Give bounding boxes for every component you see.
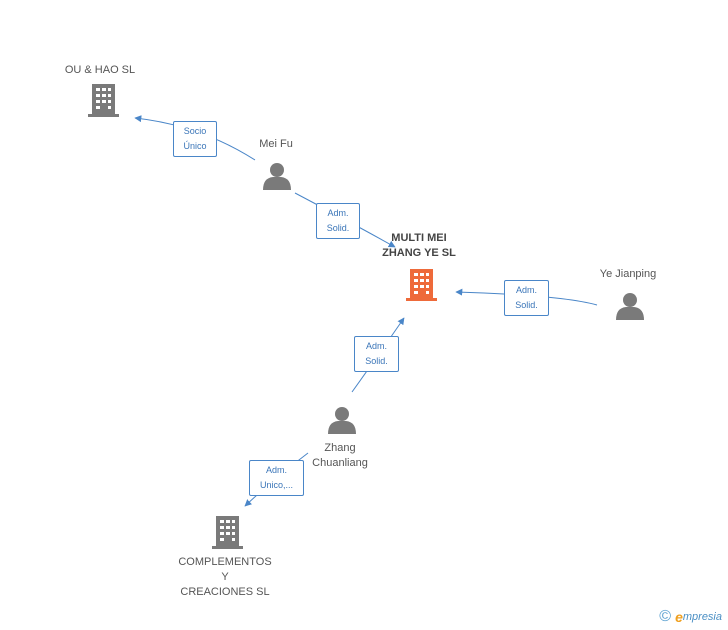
building-icon[interactable] (88, 84, 119, 117)
person-label-ye-jianping[interactable]: Ye Jianping (599, 268, 657, 280)
brand-logo-initial: e (675, 609, 683, 625)
person-icon[interactable] (328, 407, 356, 434)
person-label-zhang-chuanliang[interactable]: Zhang Chuanliang (312, 442, 368, 469)
company-label-complementos[interactable]: COMPLEMENTOS Y CREACIONES SL (178, 556, 272, 598)
company-label-ou-hao[interactable]: OU & HAO SL (64, 64, 136, 76)
company-label-multi-mei[interactable]: MULTI MEI ZHANG YE SL (382, 232, 456, 259)
edge-label-zhang-adm-unico: Adm. Unico,... (249, 460, 304, 496)
brand-logo-text: mpresia (682, 611, 722, 623)
building-icon[interactable] (406, 269, 437, 301)
edge-label-ye-adm-solid: Adm. Solid. (504, 280, 549, 316)
person-icon[interactable] (263, 163, 291, 190)
person-icon[interactable] (616, 293, 644, 320)
edge-label-zhang-adm-solid: Adm. Solid. (354, 336, 399, 372)
copyright-icon: © (659, 608, 672, 625)
edge-label-socio-unico: Socio Único (173, 121, 217, 157)
building-icon[interactable] (212, 516, 243, 549)
edge-label-meifu-adm-solid: Adm. Solid. (316, 203, 360, 239)
person-label-mei-fu[interactable]: Mei Fu (259, 138, 293, 150)
